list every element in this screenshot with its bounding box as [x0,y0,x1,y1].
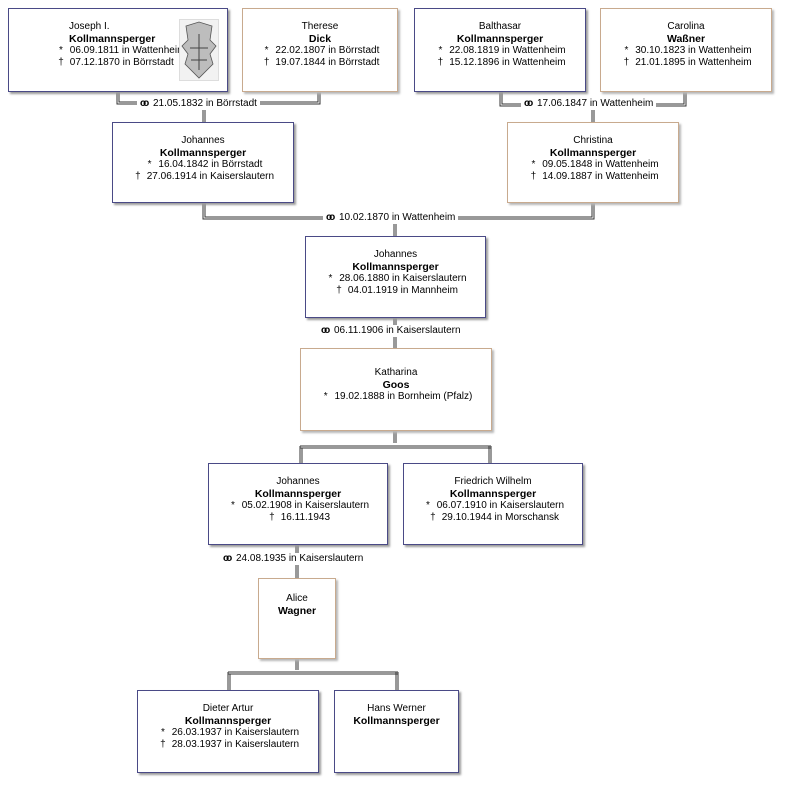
birth-icon: * [161,727,165,738]
birth-icon: * [624,45,629,56]
given-name: Balthasar [478,21,522,32]
death-line: † 27.06.1914 in Kaiserslautern [113,171,293,183]
marriage-label: oo 10.02.1870 in Wattenheim [323,212,459,224]
birth-line: * 26.03.1937 in Kaiserslautern [138,727,318,739]
given-name: Johannes [373,249,418,260]
death-line: † 29.10.1944 in Morschansk [404,512,582,524]
surname: Kollmannsperger [549,147,637,159]
person-therese[interactable]: Therese Dick * 22.02.1807 in Börrstadt †… [242,8,398,92]
given-name: Hans Werner [367,703,426,714]
death-icon: † [135,171,141,182]
death-icon: † [336,285,342,296]
surname: Wagner [277,605,317,617]
birth-icon: * [264,45,269,56]
birth-line: * 22.02.1807 in Börrstadt [243,45,397,57]
marriage-label: oo 06.11.1906 in Kaiserslautern [318,325,464,337]
given-name: Therese [301,21,339,32]
death-icon: † [269,512,275,523]
death-line: † 21.01.1895 in Wattenheim [601,57,771,69]
birth-icon: * [231,500,235,511]
surname: Kollmannsperger [254,488,342,500]
person-johannes-1842[interactable]: Johannes Kollmannsperger * 16.04.1842 in… [112,122,294,203]
death-icon: † [623,57,630,68]
birth-line: * 22.08.1819 in Wattenheim [415,45,585,57]
person-balthasar[interactable]: Balthasar Kollmannsperger * 22.08.1819 i… [414,8,586,92]
death-icon: † [58,57,64,68]
birth-icon: * [438,45,443,56]
death-icon: † [263,57,270,68]
person-alice[interactable]: Alice Wagner [258,578,336,659]
surname: Goos [382,379,410,391]
birth-icon: * [323,391,328,402]
surname: Waßner [666,33,706,45]
given-name: Johannes [276,476,320,487]
marriage-icon: oo [524,98,533,109]
given-name: Alice [286,593,308,604]
birth-icon: * [328,273,333,284]
surname: Kollmannsperger [449,488,537,500]
birth-icon: * [531,159,536,170]
person-johannes-1880[interactable]: Johannes Kollmannsperger * 28.06.1880 in… [305,236,486,318]
birth-line: * 05.02.1908 in Kaiserslautern [209,500,387,512]
death-line: † 16.11.1943 [209,512,387,524]
marriage-icon: oo [326,212,335,223]
birth-line: * 06.09.1811 in Wattenheim [55,45,227,57]
marriage-label: oo 24.08.1935 in Kaiserslautern [220,553,367,565]
death-line: † 14.09.1887 in Wattenheim [508,171,678,183]
given-name: Christina [573,135,613,146]
birth-line: * 16.04.1842 in Börrstadt [113,159,293,171]
marriage-label: oo 21.05.1832 in Börrstadt [137,98,260,110]
coat-of-arms-icon [179,19,219,81]
birth-icon: * [147,159,152,170]
surname: Kollmannsperger [352,261,439,273]
person-katharina[interactable]: Katharina Goos * 19.02.1888 in Bornheim … [300,348,492,431]
death-icon: † [437,57,444,68]
given-name: Katharina [374,367,418,378]
surname: Dick [308,33,332,45]
death-line: † 04.01.1919 in Mannheim [306,285,485,297]
death-line: † 07.12.1870 in Börrstadt [55,57,227,69]
given-name: Joseph I. [69,21,110,32]
given-name: Friedrich Wilhelm [454,476,532,487]
person-johannes-1908[interactable]: Johannes Kollmannsperger * 05.02.1908 in… [208,463,388,545]
death-line: † 15.12.1896 in Wattenheim [415,57,585,69]
person-friedrich-wilhelm[interactable]: Friedrich Wilhelm Kollmannsperger * 06.0… [403,463,583,545]
birth-icon: * [426,500,430,511]
surname: Kollmannsperger [353,715,440,727]
death-line: † 28.03.1937 in Kaiserslautern [138,739,318,751]
surname: Kollmannsperger [456,33,544,45]
birth-line: * 28.06.1880 in Kaiserslautern [306,273,485,285]
person-carolina[interactable]: Carolina Waßner * 30.10.1823 in Wattenhe… [600,8,772,92]
surname: Kollmannsperger [184,715,272,727]
surname: Kollmannsperger [69,33,156,45]
surname: Kollmannsperger [159,147,247,159]
marriage-label: oo 17.06.1847 in Wattenheim [521,98,657,110]
person-dieter-artur[interactable]: Dieter Artur Kollmannsperger * 26.03.193… [137,690,319,773]
given-name: Dieter Artur [202,703,254,714]
death-line: † 19.07.1844 in Börrstadt [243,57,397,69]
birth-line: * 30.10.1823 in Wattenheim [601,45,771,57]
given-name: Johannes [181,135,225,146]
birth-line: * 06.07.1910 in Kaiserslautern [404,500,582,512]
birth-icon: * [59,45,63,56]
death-icon: † [430,512,436,523]
death-icon: † [160,739,166,750]
marriage-icon: oo [140,98,149,109]
person-christina[interactable]: Christina Kollmannsperger * 09.05.1848 i… [507,122,679,203]
marriage-icon: oo [321,325,330,336]
given-name: Carolina [667,21,705,32]
birth-line: * 19.02.1888 in Bornheim (Pfalz) [301,391,491,403]
death-icon: † [530,171,537,182]
person-hans-werner[interactable]: Hans Werner Kollmannsperger [334,690,459,773]
birth-line: * 09.05.1848 in Wattenheim [508,159,678,171]
person-joseph[interactable]: Joseph I. Kollmannsperger * 06.09.1811 i… [8,8,228,92]
marriage-icon: oo [223,553,232,564]
